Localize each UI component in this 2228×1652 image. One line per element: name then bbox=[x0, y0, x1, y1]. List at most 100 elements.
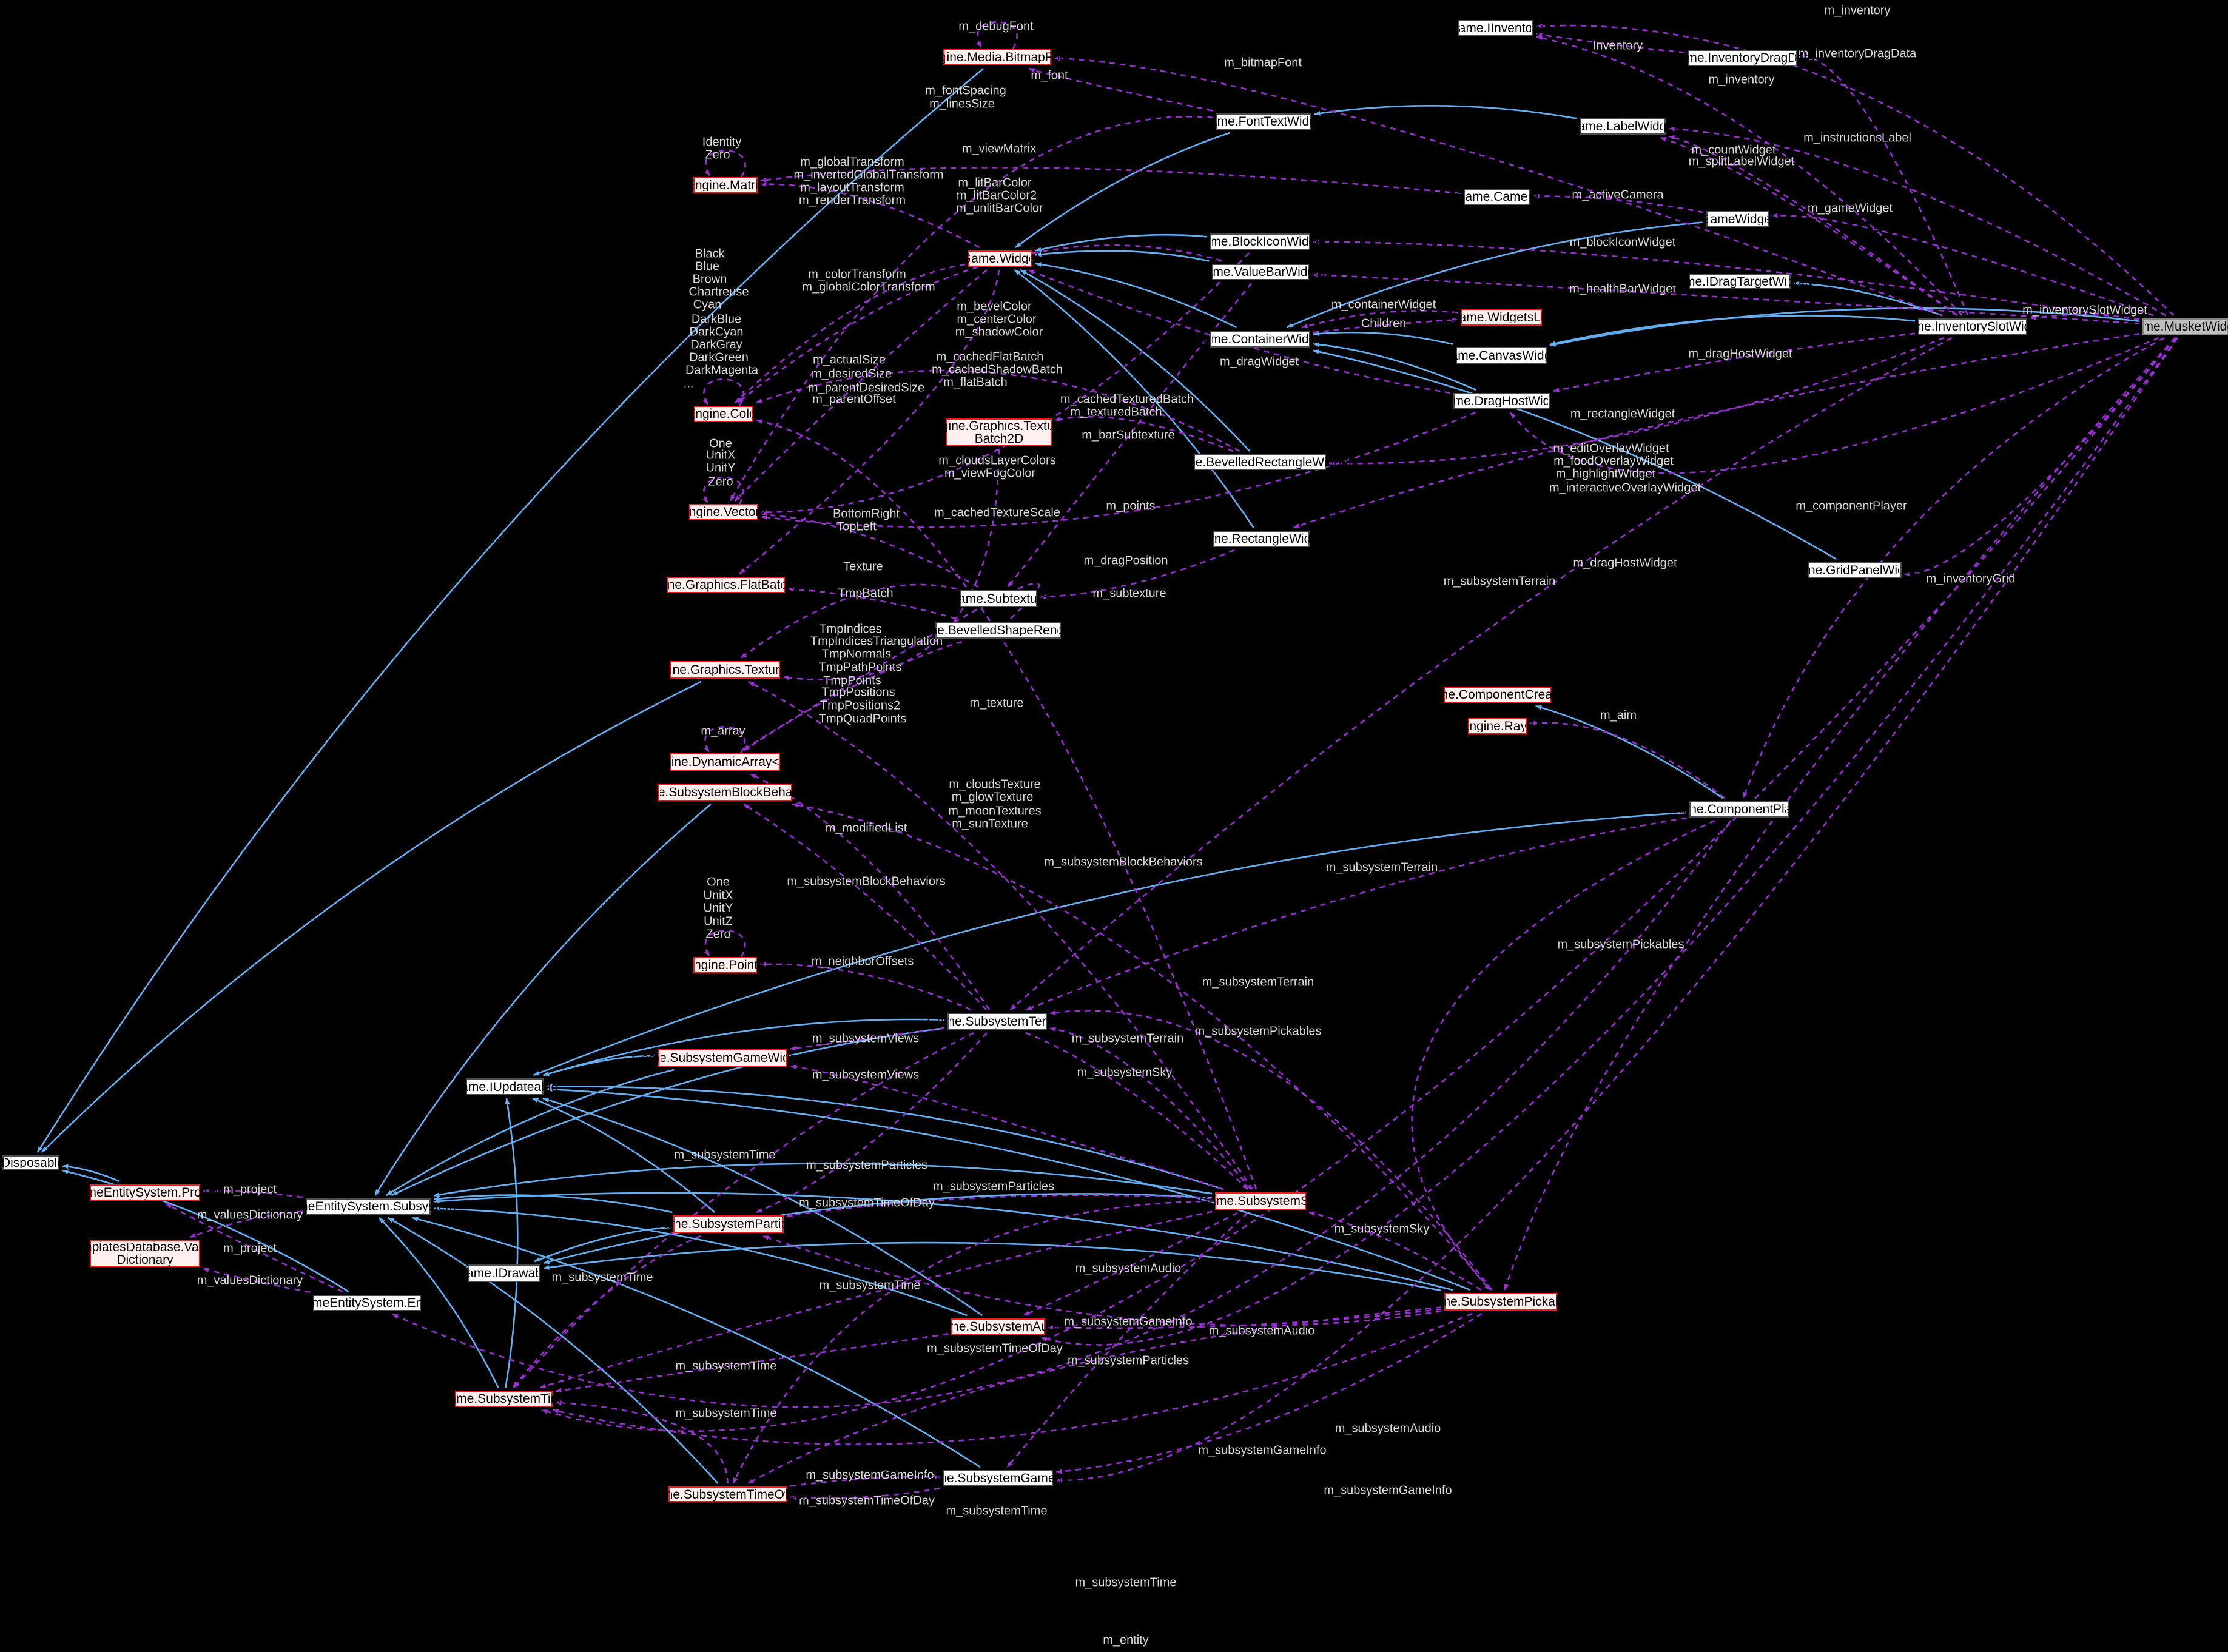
edge-label: m_texturedBatch bbox=[1070, 405, 1162, 419]
usage-edge bbox=[760, 166, 1461, 195]
class-node-rectanglewidget[interactable]: Game.RectangleWidget bbox=[1193, 531, 1329, 547]
class-node-iinventory[interactable]: Game.IInventory bbox=[1449, 20, 1543, 36]
edge-label: Chartreuse bbox=[688, 285, 749, 299]
inheritance-edge bbox=[411, 1217, 981, 1468]
usage-edge bbox=[1311, 272, 2140, 324]
class-node-point3[interactable]: Engine.Point3 bbox=[685, 957, 765, 973]
edge-label: m_splitLabelWidget bbox=[1688, 155, 1795, 169]
class-node-subsystemterrain[interactable]: Game.SubsystemTerrain bbox=[927, 1013, 1068, 1030]
usage-edge bbox=[742, 640, 962, 751]
class-node-widgetslist[interactable]: Game.WidgetsList bbox=[1449, 309, 1553, 326]
usage-edge bbox=[1529, 720, 1725, 799]
class-node-valuebarwidget[interactable]: Game.ValueBarWidget bbox=[1196, 264, 1325, 280]
edge-label: m_blockIconWidget bbox=[1569, 235, 1676, 249]
class-node-gamewidget[interactable]: GameWidget bbox=[1700, 211, 1775, 227]
edge-label: Black bbox=[695, 247, 725, 261]
class-node-ray3[interactable]: Engine.Ray3 bbox=[1461, 718, 1534, 734]
usage-edge bbox=[761, 512, 979, 588]
class-node-labelwidget[interactable]: Game.LabelWidget bbox=[1568, 118, 1677, 135]
edge-label: m_points bbox=[1106, 499, 1156, 513]
edge-label: m_fontSpacing bbox=[925, 84, 1006, 98]
usage-edge bbox=[1055, 337, 2178, 1483]
class-node-idragtargetwidget[interactable]: Game.IDragTargetWidget bbox=[1667, 274, 1812, 289]
edge-label: m_subtexture bbox=[1092, 586, 1166, 600]
class-node-color[interactable]: Engine.Color bbox=[687, 406, 761, 422]
class-node-inventorydragdata[interactable]: Game.InventoryDragData bbox=[1669, 50, 1815, 66]
class-node-flatbatch2d[interactable]: Engine.Graphics.FlatBatch2D bbox=[642, 577, 810, 593]
class-node-bevelledshaperenderer[interactable]: Game.BevelledShapeRenderer bbox=[910, 622, 1086, 639]
edge-label: m_litBarColor bbox=[958, 176, 1032, 190]
edge-label: Children bbox=[1361, 317, 1407, 331]
edge-label: UnitY bbox=[705, 461, 736, 475]
class-node-subsystemtimeofday[interactable]: Game.SubsystemTimeOfDay bbox=[645, 1486, 811, 1502]
class-node-texture2d[interactable]: Engine.Graphics.Texture2D bbox=[647, 661, 803, 679]
class-node-dynamicarray[interactable]: Engine.DynamicArray< T > bbox=[648, 753, 801, 771]
usage-edge bbox=[1009, 337, 1953, 1010]
class-node-subsystemgameinfo[interactable]: Game.SubsystemGameInfo bbox=[919, 1470, 1077, 1486]
class-node-gridpanelwidget[interactable]: Game.GridPanelWidget bbox=[1788, 562, 1922, 578]
inheritance-edge bbox=[542, 1018, 945, 1076]
class-node-subsystempickables[interactable]: Game.SubsystemPickables bbox=[1423, 1293, 1578, 1311]
class-node-musketwidget: Game.MusketWidget bbox=[2125, 318, 2228, 335]
class-node-subsystemtime[interactable]: Game.SubsystemTime bbox=[439, 1391, 568, 1407]
usage-edge bbox=[790, 1027, 945, 1051]
edge-label: TmpIndices bbox=[819, 622, 882, 636]
class-node-componentcreature[interactable]: Game.ComponentCreature bbox=[1420, 687, 1575, 703]
inheritance-edge bbox=[1035, 262, 1237, 329]
class-node-blockiconwidget[interactable]: Game.BlockIconWidget bbox=[1193, 233, 1327, 250]
edge-label: Zero bbox=[708, 475, 733, 489]
class-node-idrawable[interactable]: Game.IDrawable bbox=[457, 1264, 552, 1282]
class-node-bitmapfont[interactable]: Engine.Media.BitmapFont bbox=[924, 49, 1071, 65]
usage-edge bbox=[555, 1333, 949, 1393]
class-node-matrix[interactable]: Engine.Matrix bbox=[686, 177, 765, 193]
class-node-inventoryslotwidget[interactable]: Game.InventorySlotWidget bbox=[1896, 318, 2049, 335]
class-node-subsystemblockbehaviors[interactable]: Game.SubsystemBlockBehaviors bbox=[630, 784, 820, 801]
edge-label: m_dragPosition bbox=[1083, 554, 1168, 568]
usage-edge bbox=[735, 263, 966, 403]
usage-edge bbox=[739, 269, 1000, 575]
class-node-valuesdictionary[interactable]: TemplatesDatabase.Values Dictionary bbox=[67, 1240, 223, 1267]
class-node-iupdateable[interactable]: Game.IUpdateable bbox=[451, 1078, 558, 1095]
inheritance-edge bbox=[385, 1069, 675, 1197]
edge-label: UnitX bbox=[703, 888, 733, 902]
edge-label: m_actualSize bbox=[812, 353, 886, 367]
edge-label: m_interactiveOverlayWidget bbox=[1549, 481, 1701, 495]
edge-label: m_subsystemGameInfo bbox=[1064, 1315, 1193, 1329]
class-node-fonttextwidget[interactable]: Game.FontTextWidget bbox=[1200, 113, 1327, 130]
inheritance-edge bbox=[62, 1169, 349, 1293]
class-node-widget[interactable]: Game.Widget bbox=[961, 250, 1040, 267]
edge-label: TmpBatch bbox=[838, 586, 894, 600]
inheritance-edge bbox=[391, 1027, 945, 1197]
edge-label: Zero bbox=[705, 148, 730, 162]
edge-label: m_bevelColor bbox=[957, 300, 1032, 314]
class-node-containerwidget[interactable]: Game.ContainerWidget bbox=[1193, 331, 1327, 348]
class-node-entity[interactable]: GameEntitySystem.Entity bbox=[294, 1295, 440, 1311]
edge-label: m_dragWidget bbox=[1219, 355, 1299, 369]
usage-edge bbox=[1742, 337, 2165, 799]
class-node-bevelledrectanglewidget[interactable]: Game.BevelledRectangleWidget bbox=[1168, 454, 1352, 470]
edge-label: m_globalColorTransform bbox=[802, 280, 935, 294]
class-node-subsystemsky[interactable]: Game.SubsystemSky bbox=[1199, 1192, 1322, 1210]
class-node-componentplayer[interactable]: Game.ComponentPlayer bbox=[1669, 801, 1809, 818]
inheritance-edge bbox=[543, 1193, 1213, 1264]
class-node-camera[interactable]: Game.Camera bbox=[1455, 189, 1539, 205]
edge-label: UnitZ bbox=[704, 915, 733, 928]
edge-label: m_subsystemViews bbox=[812, 1068, 920, 1082]
class-node-draghostwidget[interactable]: Game.DragHostWidget bbox=[1436, 393, 1568, 409]
class-node-subtexture[interactable]: Game.Subtexture bbox=[949, 590, 1048, 607]
class-node-texturedbatch2d[interactable]: Engine.Graphics.Textured Batch2D bbox=[926, 418, 1072, 446]
class-node-project[interactable]: GameEntitySystem.Project bbox=[69, 1184, 221, 1201]
edge-label: DarkCyan bbox=[689, 325, 744, 339]
class-node-canvaswidget[interactable]: Game.CanvasWidget bbox=[1441, 347, 1562, 364]
class-node-subsystemaudio[interactable]: Game.SubsystemAudio bbox=[931, 1318, 1065, 1335]
usage-edge bbox=[1308, 1211, 1482, 1291]
edge-label: m_renderTransform bbox=[799, 193, 906, 207]
class-node-subsystemgamewidgets[interactable]: Game.SubsystemGameWidgets bbox=[632, 1049, 813, 1067]
edge-label: m_subsystemTimeOfDay bbox=[799, 1196, 935, 1210]
class-node-subsystemparticles[interactable]: Game.SubsystemParticles bbox=[653, 1215, 804, 1233]
class-node-idisposable[interactable]: IDisposable bbox=[0, 1155, 64, 1170]
inheritance-edge bbox=[379, 1217, 499, 1388]
class-node-vector2[interactable]: Engine.Vector2 bbox=[680, 504, 767, 520]
class-node-subsystem[interactable]: GameEntitySystem.Subsystem bbox=[280, 1198, 456, 1215]
usage-edge bbox=[1040, 549, 1235, 599]
